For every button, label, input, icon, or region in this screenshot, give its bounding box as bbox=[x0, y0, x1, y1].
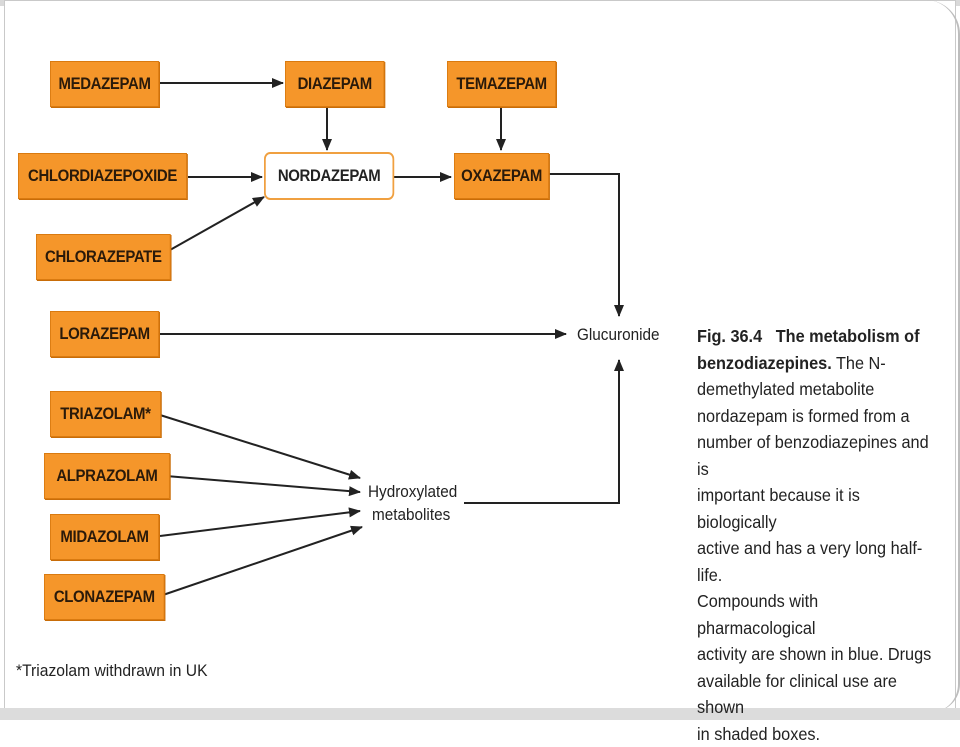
drug-box-chlorazepate: CHLORAZEPATE bbox=[36, 234, 171, 280]
caption-text-5: important because it is biologically bbox=[697, 482, 935, 535]
arrow-triazolam-hydroxylated bbox=[160, 415, 360, 478]
caption-text-9: available for clinical use are shown bbox=[697, 668, 935, 721]
hydroxylated-label-line1: Hydroxylated bbox=[368, 481, 457, 503]
drug-box-oxazepam: OXAZEPAM bbox=[454, 153, 549, 199]
arrow-chlorazepate-nordazepam bbox=[170, 197, 264, 250]
caption-text-8: activity are shown in blue. Drugs bbox=[697, 641, 935, 668]
caption-text-10: in shaded boxes. bbox=[697, 721, 935, 747]
caption-text-4: number of benzodiazepines and is bbox=[697, 429, 935, 482]
caption-text-2: demethylated metabolite bbox=[697, 376, 935, 403]
caption-text-6: active and has a very long half-life. bbox=[697, 535, 935, 588]
arrow-midazolam-hydroxylated bbox=[160, 511, 360, 536]
drug-box-midazolam: MIDAZOLAM bbox=[50, 514, 159, 560]
arrow-hydroxylated-glucuronide bbox=[464, 360, 619, 503]
arrow-oxazepam-glucuronide bbox=[549, 174, 619, 316]
caption-text-7: Compounds with pharmacological bbox=[697, 588, 935, 641]
arrow-alprazolam-hydroxylated bbox=[166, 476, 360, 492]
drug-box-diazepam: DIAZEPAM bbox=[285, 61, 384, 107]
caption-fig-label: Fig. 36.4 bbox=[697, 326, 762, 346]
drug-box-alprazolam: ALPRAZOLAM bbox=[44, 453, 170, 499]
figure-caption: Fig. 36.4 The metabolism of benzodiazepi… bbox=[697, 323, 935, 747]
arrow-clonazepam-hydroxylated bbox=[160, 527, 362, 596]
caption-text-1: The N- bbox=[836, 353, 886, 373]
drug-box-temazepam: TEMAZEPAM bbox=[447, 61, 556, 107]
drug-box-chlordiazepoxide: CHLORDIAZEPOXIDE bbox=[18, 153, 187, 199]
drug-box-triazolam: TRIAZOLAM* bbox=[50, 391, 161, 437]
drug-box-lorazepam: LORAZEPAM bbox=[50, 311, 159, 357]
glucuronide-label: Glucuronide bbox=[577, 324, 660, 346]
hydroxylated-label-line2: metabolites bbox=[372, 504, 450, 526]
drug-box-clonazepam: CLONAZEPAM bbox=[44, 574, 165, 620]
footnote: *Triazolam withdrawn in UK bbox=[16, 661, 208, 681]
metabolite-box-nordazepam: NORDAZEPAM bbox=[264, 152, 394, 200]
drug-box-medazepam: MEDAZEPAM bbox=[50, 61, 159, 107]
caption-text-3: nordazepam is formed from a bbox=[697, 403, 935, 430]
caption-line-0: Fig. 36.4 The metabolism of benzodiazepi… bbox=[697, 323, 935, 376]
